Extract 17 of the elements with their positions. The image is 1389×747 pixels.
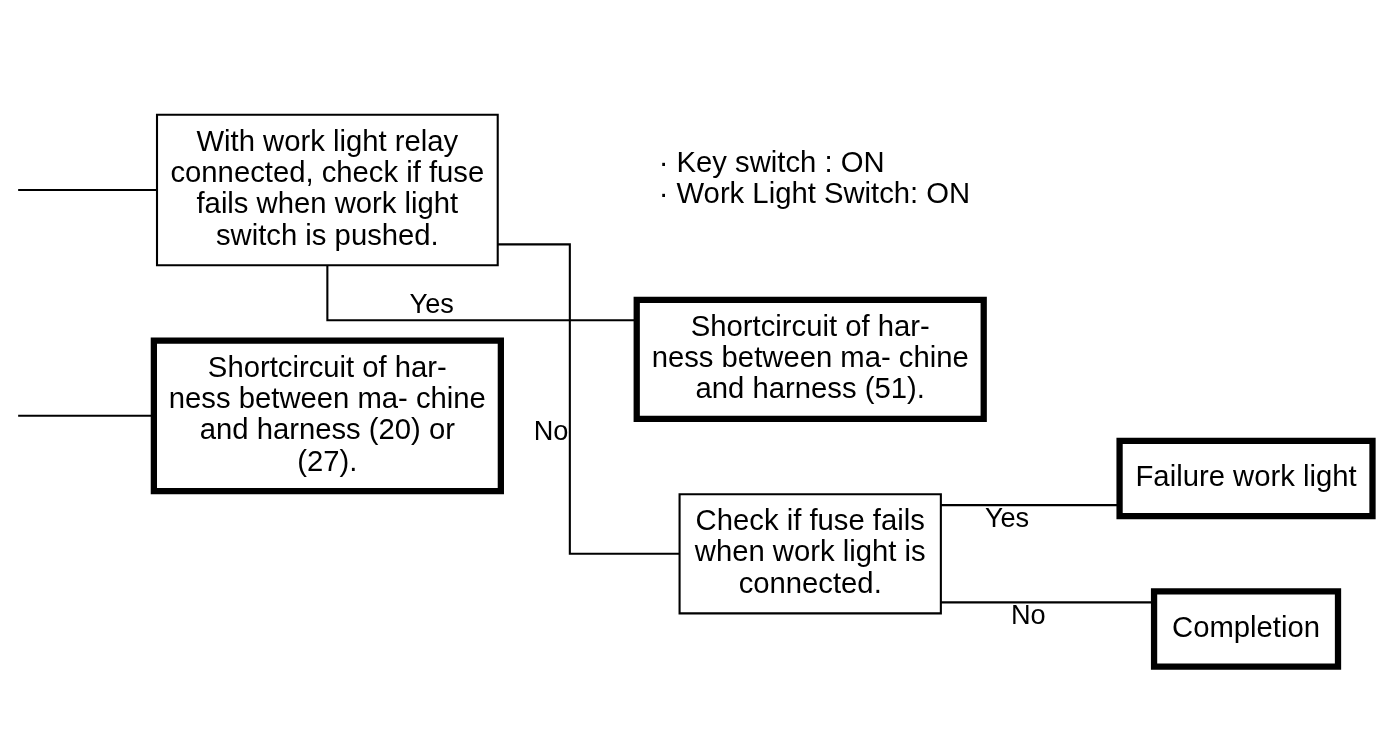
edge-label: Yes [984,501,1030,533]
edge-label: No [533,414,569,446]
node-box: Shortcircuit of har- ness between ma- chine and harness (20) or (27). [150,336,504,494]
connector [941,503,1120,506]
node-box: Failure work light [1116,437,1376,519]
connector [497,242,680,555]
node-label: · Key switch : ON [658,145,885,178]
edge-label: No [1011,598,1046,630]
connector [18,414,154,417]
node-box: Completion [1150,587,1342,670]
node-box: With work light relay connected, check if fuse fails when work light switch is pushed. [155,113,499,266]
connector [18,188,157,191]
node-box: Shortcircuit of har- ness between ma- chine and harness (51). [633,296,987,422]
edge-label: Yes [409,287,454,319]
connector [326,265,637,321]
node-box: Check if fuse fails when work light is connected. [678,492,942,614]
connector [941,600,1154,603]
